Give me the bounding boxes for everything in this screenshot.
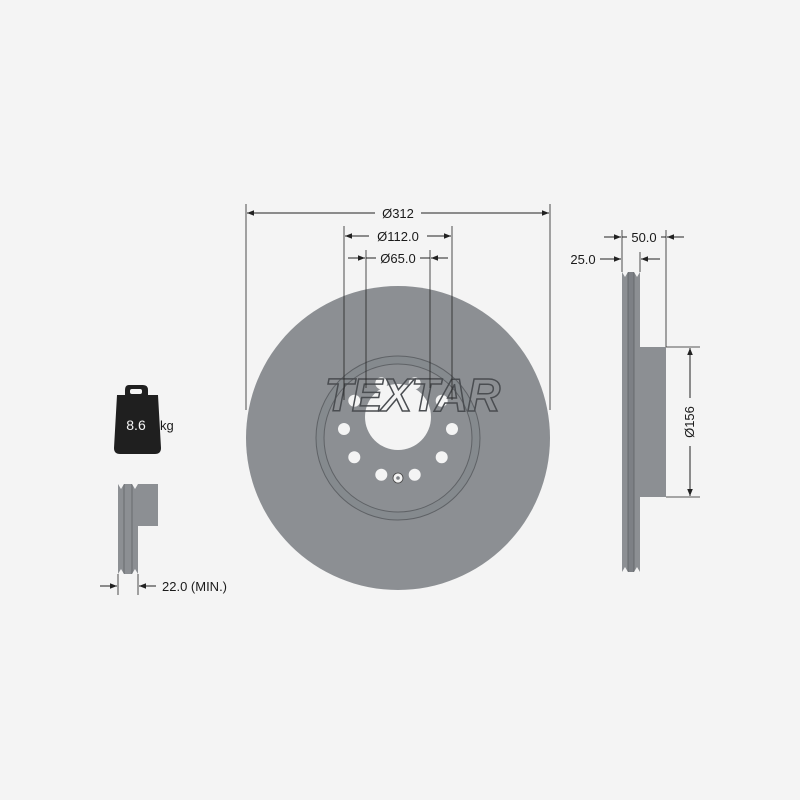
weight-value: 8.6 (126, 417, 146, 433)
min-thickness-profile (100, 484, 158, 595)
bolt-hole (338, 423, 350, 435)
bolt-hole (408, 377, 421, 390)
thickness-label: 25.0 (570, 252, 595, 267)
hat-diameter-dimension: Ø156 (682, 348, 698, 496)
weight-unit: kg (160, 418, 174, 433)
center-bore-dimension: Ø65.0 (348, 251, 448, 266)
extension-lines (245, 204, 551, 410)
bolt-hole (435, 394, 448, 407)
bolt-circle-label: Ø112.0 (377, 229, 419, 244)
center-bore (365, 384, 431, 450)
bolt-circle-dimension: Ø112.0 (345, 227, 451, 244)
bolt-hole (375, 377, 388, 390)
disc-side-view (622, 272, 666, 572)
bolt-hole (446, 423, 458, 435)
weight-icon: 8.6 (114, 385, 161, 454)
center-bore-label: Ø65.0 (380, 251, 415, 266)
bolt-hole (375, 468, 388, 481)
thickness-dimension: 25.0 (570, 252, 660, 267)
bolt-hole (348, 451, 361, 464)
total-height-dimension: 50.0 (604, 229, 684, 245)
outer-diameter-dimension: Ø312 (247, 204, 549, 221)
bolt-hole (435, 451, 448, 464)
hat-diameter-label: Ø156 (682, 406, 697, 438)
bolt-holes (338, 377, 458, 481)
bolt-hole (408, 468, 421, 481)
brand-logo: TEXTAR (325, 369, 500, 421)
total-height-label: 50.0 (631, 230, 656, 245)
disc-front-view: TEXTAR (246, 286, 550, 590)
locating-hole-center (396, 476, 400, 480)
bolt-hole (348, 394, 361, 407)
min-thickness-label: 22.0 (MIN.) (162, 579, 227, 594)
outer-diameter-label: Ø312 (382, 206, 414, 221)
